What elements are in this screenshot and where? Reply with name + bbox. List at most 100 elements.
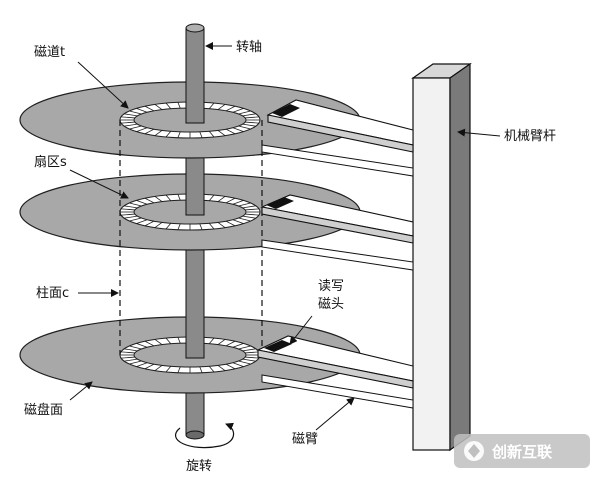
sector-divider	[121, 356, 135, 359]
sector-divider	[238, 345, 251, 350]
spindle-shaft-top	[185, 27, 205, 124]
sector-divider	[242, 348, 256, 352]
sector-divider	[238, 125, 251, 130]
label-track: 磁道t	[34, 45, 65, 60]
sector-divider	[124, 358, 138, 362]
sector-divider	[154, 222, 163, 228]
sector-divider	[154, 365, 163, 371]
sector-divider	[238, 217, 251, 222]
sector-divider	[136, 127, 148, 132]
sector-divider	[208, 131, 215, 138]
sector-divider	[144, 220, 155, 227]
sector-divider	[232, 108, 244, 113]
sector-divider	[165, 194, 172, 201]
sector-divider	[225, 105, 236, 112]
sector-divider	[238, 360, 251, 365]
spindle-top-cap	[185, 23, 205, 33]
arm-middle	[260, 194, 414, 271]
sector-divider	[129, 345, 142, 350]
label-spindle: 转轴	[236, 40, 262, 55]
leader-arm	[315, 397, 355, 431]
sector-divider	[208, 366, 215, 373]
sector-divider	[136, 108, 148, 113]
sector-divider	[144, 197, 155, 204]
sector-divider	[208, 337, 215, 344]
label-platter: 磁盘面	[24, 402, 63, 418]
sector-divider	[154, 339, 163, 345]
sector-divider	[165, 337, 172, 344]
label-sector: 扇区s	[34, 154, 67, 170]
sector-divider	[225, 340, 236, 347]
watermark-logo-icon	[464, 441, 484, 461]
sector-divider	[232, 362, 244, 367]
sector-divider	[121, 116, 135, 119]
sector-divider	[165, 102, 172, 109]
sector-divider	[124, 205, 138, 209]
sector-divider	[177, 131, 181, 138]
sector-divider	[245, 116, 259, 119]
sector-divider	[129, 110, 142, 115]
sector-divider	[129, 217, 142, 222]
sector-divider	[177, 337, 181, 344]
label-arm: 磁臂	[292, 432, 318, 447]
sector-divider	[165, 223, 172, 230]
spindle-bottom-cap	[185, 430, 205, 440]
sector-divider	[121, 121, 135, 124]
sector-divider	[245, 208, 259, 211]
sector-divider	[245, 121, 259, 124]
watermark-text: 创新互联	[491, 443, 553, 461]
sector-divider	[225, 128, 236, 135]
sector-divider	[238, 110, 251, 115]
sector-divider	[129, 202, 142, 207]
sector-divider	[217, 130, 226, 136]
leader-sector	[69, 169, 129, 199]
sector-divider	[136, 362, 148, 367]
sector-divider	[154, 130, 163, 136]
arm-bottom	[256, 335, 414, 409]
sector-divider	[121, 213, 135, 216]
sector-divider	[232, 219, 244, 224]
sector-divider	[177, 102, 181, 109]
sector-divider	[217, 365, 226, 371]
sector-divider	[136, 343, 148, 348]
sector-divider	[217, 196, 226, 202]
sector-divider	[177, 366, 181, 373]
sector-divider	[242, 215, 256, 219]
label-cylinder: 柱面c	[36, 286, 69, 301]
sector-divider	[242, 358, 256, 362]
sector-divider	[177, 194, 181, 201]
sector-divider	[242, 123, 256, 127]
sector-divider	[124, 113, 138, 117]
rw-head-bottom	[264, 340, 292, 352]
watermark: 创新互联	[454, 434, 590, 468]
sector-divider	[238, 202, 251, 207]
sector-divider	[208, 223, 215, 230]
actuator-column	[411, 62, 472, 452]
sector-divider	[208, 194, 215, 201]
sector-divider	[124, 348, 138, 352]
sector-divider	[144, 105, 155, 112]
rotation-arrow	[174, 422, 235, 449]
sector-divider	[232, 343, 244, 348]
sector-divider	[245, 351, 259, 354]
sector-divider	[242, 113, 256, 117]
sector-divider	[245, 213, 259, 216]
label-rw-head-line1: 读写	[318, 279, 344, 294]
sector-divider	[136, 219, 148, 224]
sector-divider	[199, 223, 203, 230]
sector-divider	[124, 215, 138, 219]
sector-divider	[144, 128, 155, 135]
sector-divider	[165, 131, 172, 138]
sector-divider	[129, 125, 142, 130]
sector-divider	[217, 222, 226, 228]
sector-divider	[225, 220, 236, 227]
sector-divider	[232, 127, 244, 132]
label-rw-head-line2: 磁头	[318, 297, 344, 312]
arm-top	[261, 99, 414, 177]
sector-divider	[225, 363, 236, 370]
rw-head-middle	[266, 197, 294, 209]
sector-divider	[177, 223, 181, 230]
sector-divider	[217, 104, 226, 110]
sector-divider	[121, 351, 135, 354]
